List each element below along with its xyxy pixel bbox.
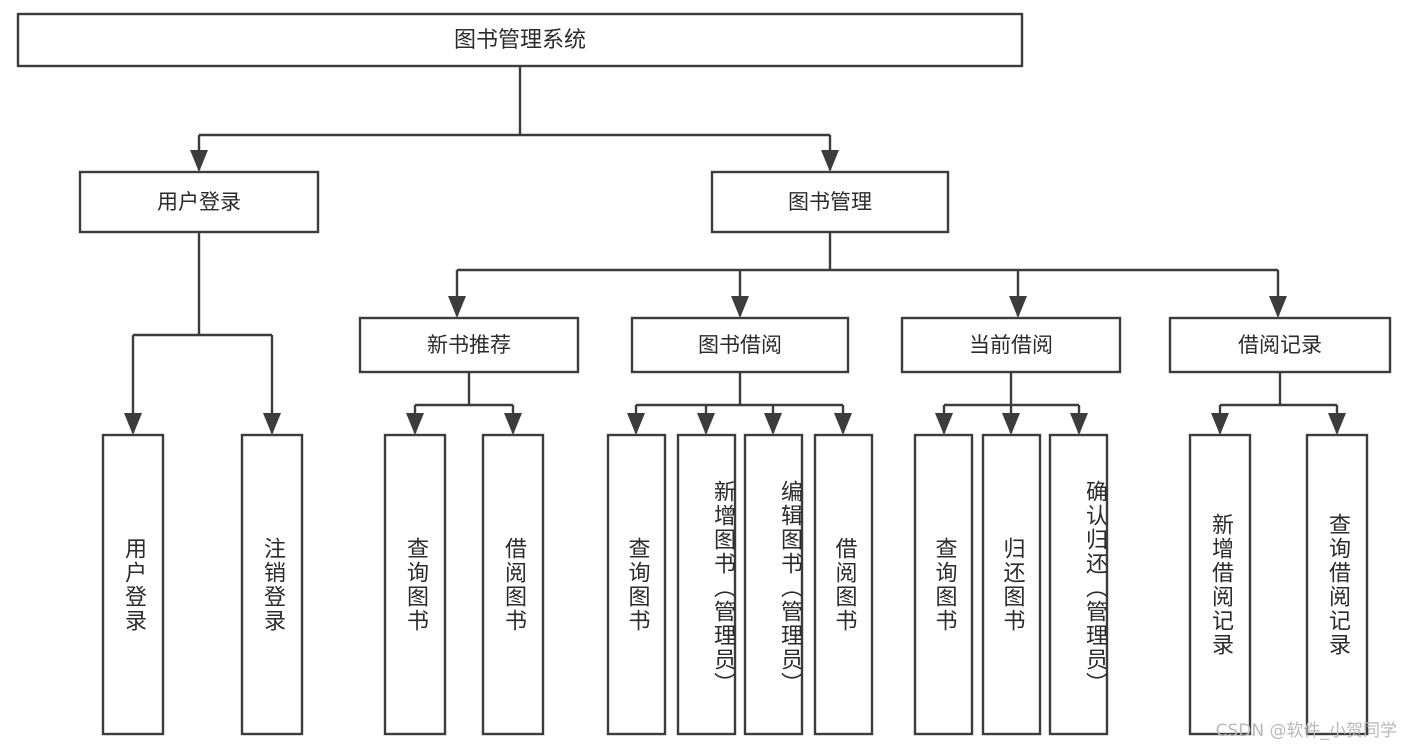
level3-node-box-4[interactable] [1168,316,1392,374]
level3-group-3-arrowhead-2 [1002,413,1020,435]
level3-node-box-2[interactable] [630,316,850,374]
level2-node-box-1[interactable] [78,170,320,234]
level3-group-3-arrowhead-1 [935,413,953,435]
level3-group-1-arrowhead-1 [406,413,424,435]
leaf-node-box-10[interactable] [981,433,1042,736]
leaf-node-box-12[interactable] [1188,433,1252,736]
level3-group-2-arrowhead-1 [627,413,645,435]
root-to-level2-arrowhead-2 [821,150,839,172]
book-mgmt-to-level3-arrowhead-1 [448,296,466,318]
leaf-node-box-11[interactable] [1048,433,1109,736]
leaf-node-label-5: 查询图书 [624,536,650,633]
leaf-node-box-13[interactable] [1305,433,1369,736]
root-node-box-1[interactable] [16,12,1024,68]
level3-group-2-arrowhead-3 [764,413,782,435]
level3-node-label-3: 当前借阅 [969,333,1053,357]
level2-node-box-2[interactable] [710,170,950,234]
root-node-label-1: 图书管理系统 [454,28,586,53]
level3-node-label-2: 图书借阅 [698,333,782,357]
level2-node-label-2: 图书管理 [788,190,872,214]
connector-layer [124,66,1346,435]
leaf-node-label-10: 归还图书 [999,536,1025,633]
level3-node-label-4: 借阅记录 [1238,333,1322,357]
level3-group-4-arrowhead-1 [1211,413,1229,435]
leaf-node-label-13: 查询借阅记录 [1324,512,1350,657]
csdn-watermark: CSDN @软件_小贺同学 [1215,721,1397,741]
leaf-node-box-9[interactable] [913,433,974,736]
leaf-node-label-3: 查询图书 [402,536,428,633]
leaf-node-box-7[interactable] [743,433,804,736]
leaf-node-box-4[interactable] [481,433,545,736]
level3-node-box-3[interactable] [900,316,1122,374]
level3-group-2-arrowhead-2 [697,413,715,435]
leaf-node-label-2: 注销登录 [259,536,285,633]
leaf-node-box-3[interactable] [383,433,447,736]
leaf-node-label-4: 借阅图书 [500,536,526,633]
user-login-to-leaves-arrowhead-1 [124,413,142,435]
leaf-node-box-1[interactable] [101,433,165,736]
leaf-node-label-11: 确认归还（管理员） [1082,479,1107,696]
leaf-node-label-9: 查询图书 [931,536,957,633]
leaf-node-box-5[interactable] [606,433,667,736]
leaf-node-box-2[interactable] [240,433,304,736]
level3-group-1-arrowhead-2 [504,413,522,435]
leaf-node-box-6[interactable] [676,433,737,736]
level3-group-4-arrowhead-2 [1328,413,1346,435]
leaf-node-label-6: 新增图书（管理员） [710,479,735,696]
leaf-node-label-1: 用户登录 [120,536,146,633]
book-mgmt-to-level3-arrowhead-3 [1009,296,1027,318]
leaf-node-label-12: 新增借阅记录 [1207,512,1233,657]
leaf-node-label-7: 编辑图书（管理员） [777,479,802,696]
level3-node-label-1: 新书推荐 [427,333,511,357]
user-login-to-leaves-arrowhead-2 [263,413,281,435]
leaf-node-box-8[interactable] [813,433,874,736]
level2-node-label-1: 用户登录 [157,190,241,214]
node-box-layer [16,12,1392,736]
book-mgmt-to-level3-arrowhead-2 [731,296,749,318]
book-mgmt-to-level3-arrowhead-4 [1269,296,1287,318]
level3-group-3-arrowhead-3 [1070,413,1088,435]
leaf-node-label-8: 借阅图书 [831,536,857,633]
level3-node-box-1[interactable] [358,316,580,374]
root-to-level2-arrowhead-1 [190,150,208,172]
level3-group-2-arrowhead-4 [834,413,852,435]
